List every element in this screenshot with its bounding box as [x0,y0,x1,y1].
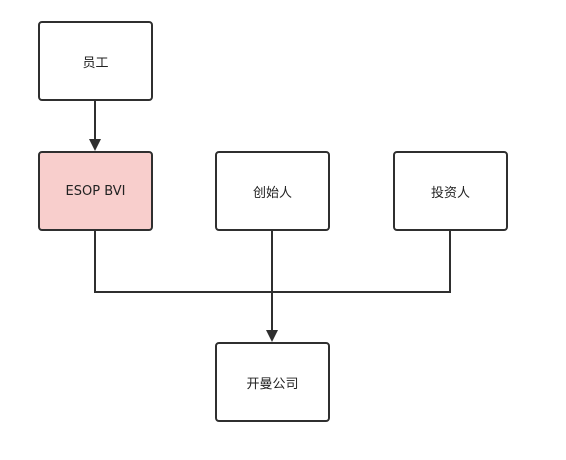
node-investor-label: 投资人 [430,185,470,201]
edge-esop-to-bus [94,231,272,293]
node-founder[interactable]: 创始人 [215,151,330,231]
node-employee-label: 员工 [82,55,109,71]
node-founder-label: 创始人 [252,185,292,201]
node-employee[interactable]: 员工 [38,21,153,101]
edge-investor-to-bus [272,231,451,293]
node-cayman-company[interactable]: 开曼公司 [215,342,330,422]
node-investor[interactable]: 投资人 [393,151,508,231]
node-esop-bvi[interactable]: ESOP BVI [38,151,153,231]
node-esop-bvi-label: ESOP BVI [65,183,126,199]
node-cayman-company-label: 开曼公司 [246,376,299,392]
